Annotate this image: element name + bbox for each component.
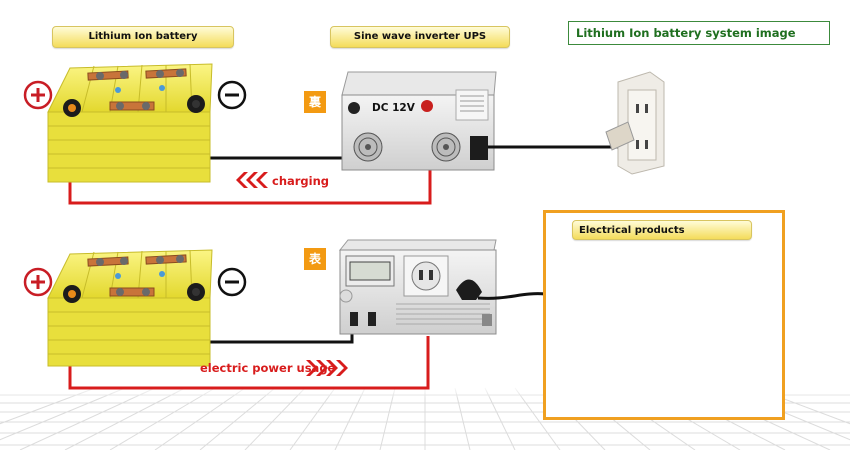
products-label: Electrical products — [572, 220, 752, 240]
inverter-front — [338, 239, 497, 335]
battery-pack-top — [47, 63, 213, 183]
ac-cord-bottom — [477, 292, 547, 300]
usage-wire-black — [196, 300, 354, 344]
back-side-badge: 裏 — [304, 91, 326, 113]
usage-chevrons-icon — [306, 360, 348, 376]
charging-label: charging — [272, 174, 330, 188]
usage-label: electric power usage — [200, 361, 336, 375]
dc-voltage-label: DC 12V — [372, 102, 416, 114]
plus-icon — [23, 267, 53, 297]
inverter-label: Sine wave inverter UPS — [330, 26, 510, 48]
wall-outlet-icon — [605, 71, 665, 175]
system-title: Lithium Ion battery system image — [568, 21, 830, 45]
electrical-products-panel — [543, 210, 785, 420]
battery-pack-bottom — [47, 249, 213, 367]
inverter-back — [341, 71, 497, 171]
minus-icon — [217, 267, 247, 297]
battery-label: Lithium Ion battery — [52, 26, 234, 48]
minus-icon — [217, 80, 247, 110]
plus-icon — [23, 80, 53, 110]
charging-chevrons-icon — [236, 172, 268, 188]
front-side-badge: 表 — [304, 248, 326, 270]
